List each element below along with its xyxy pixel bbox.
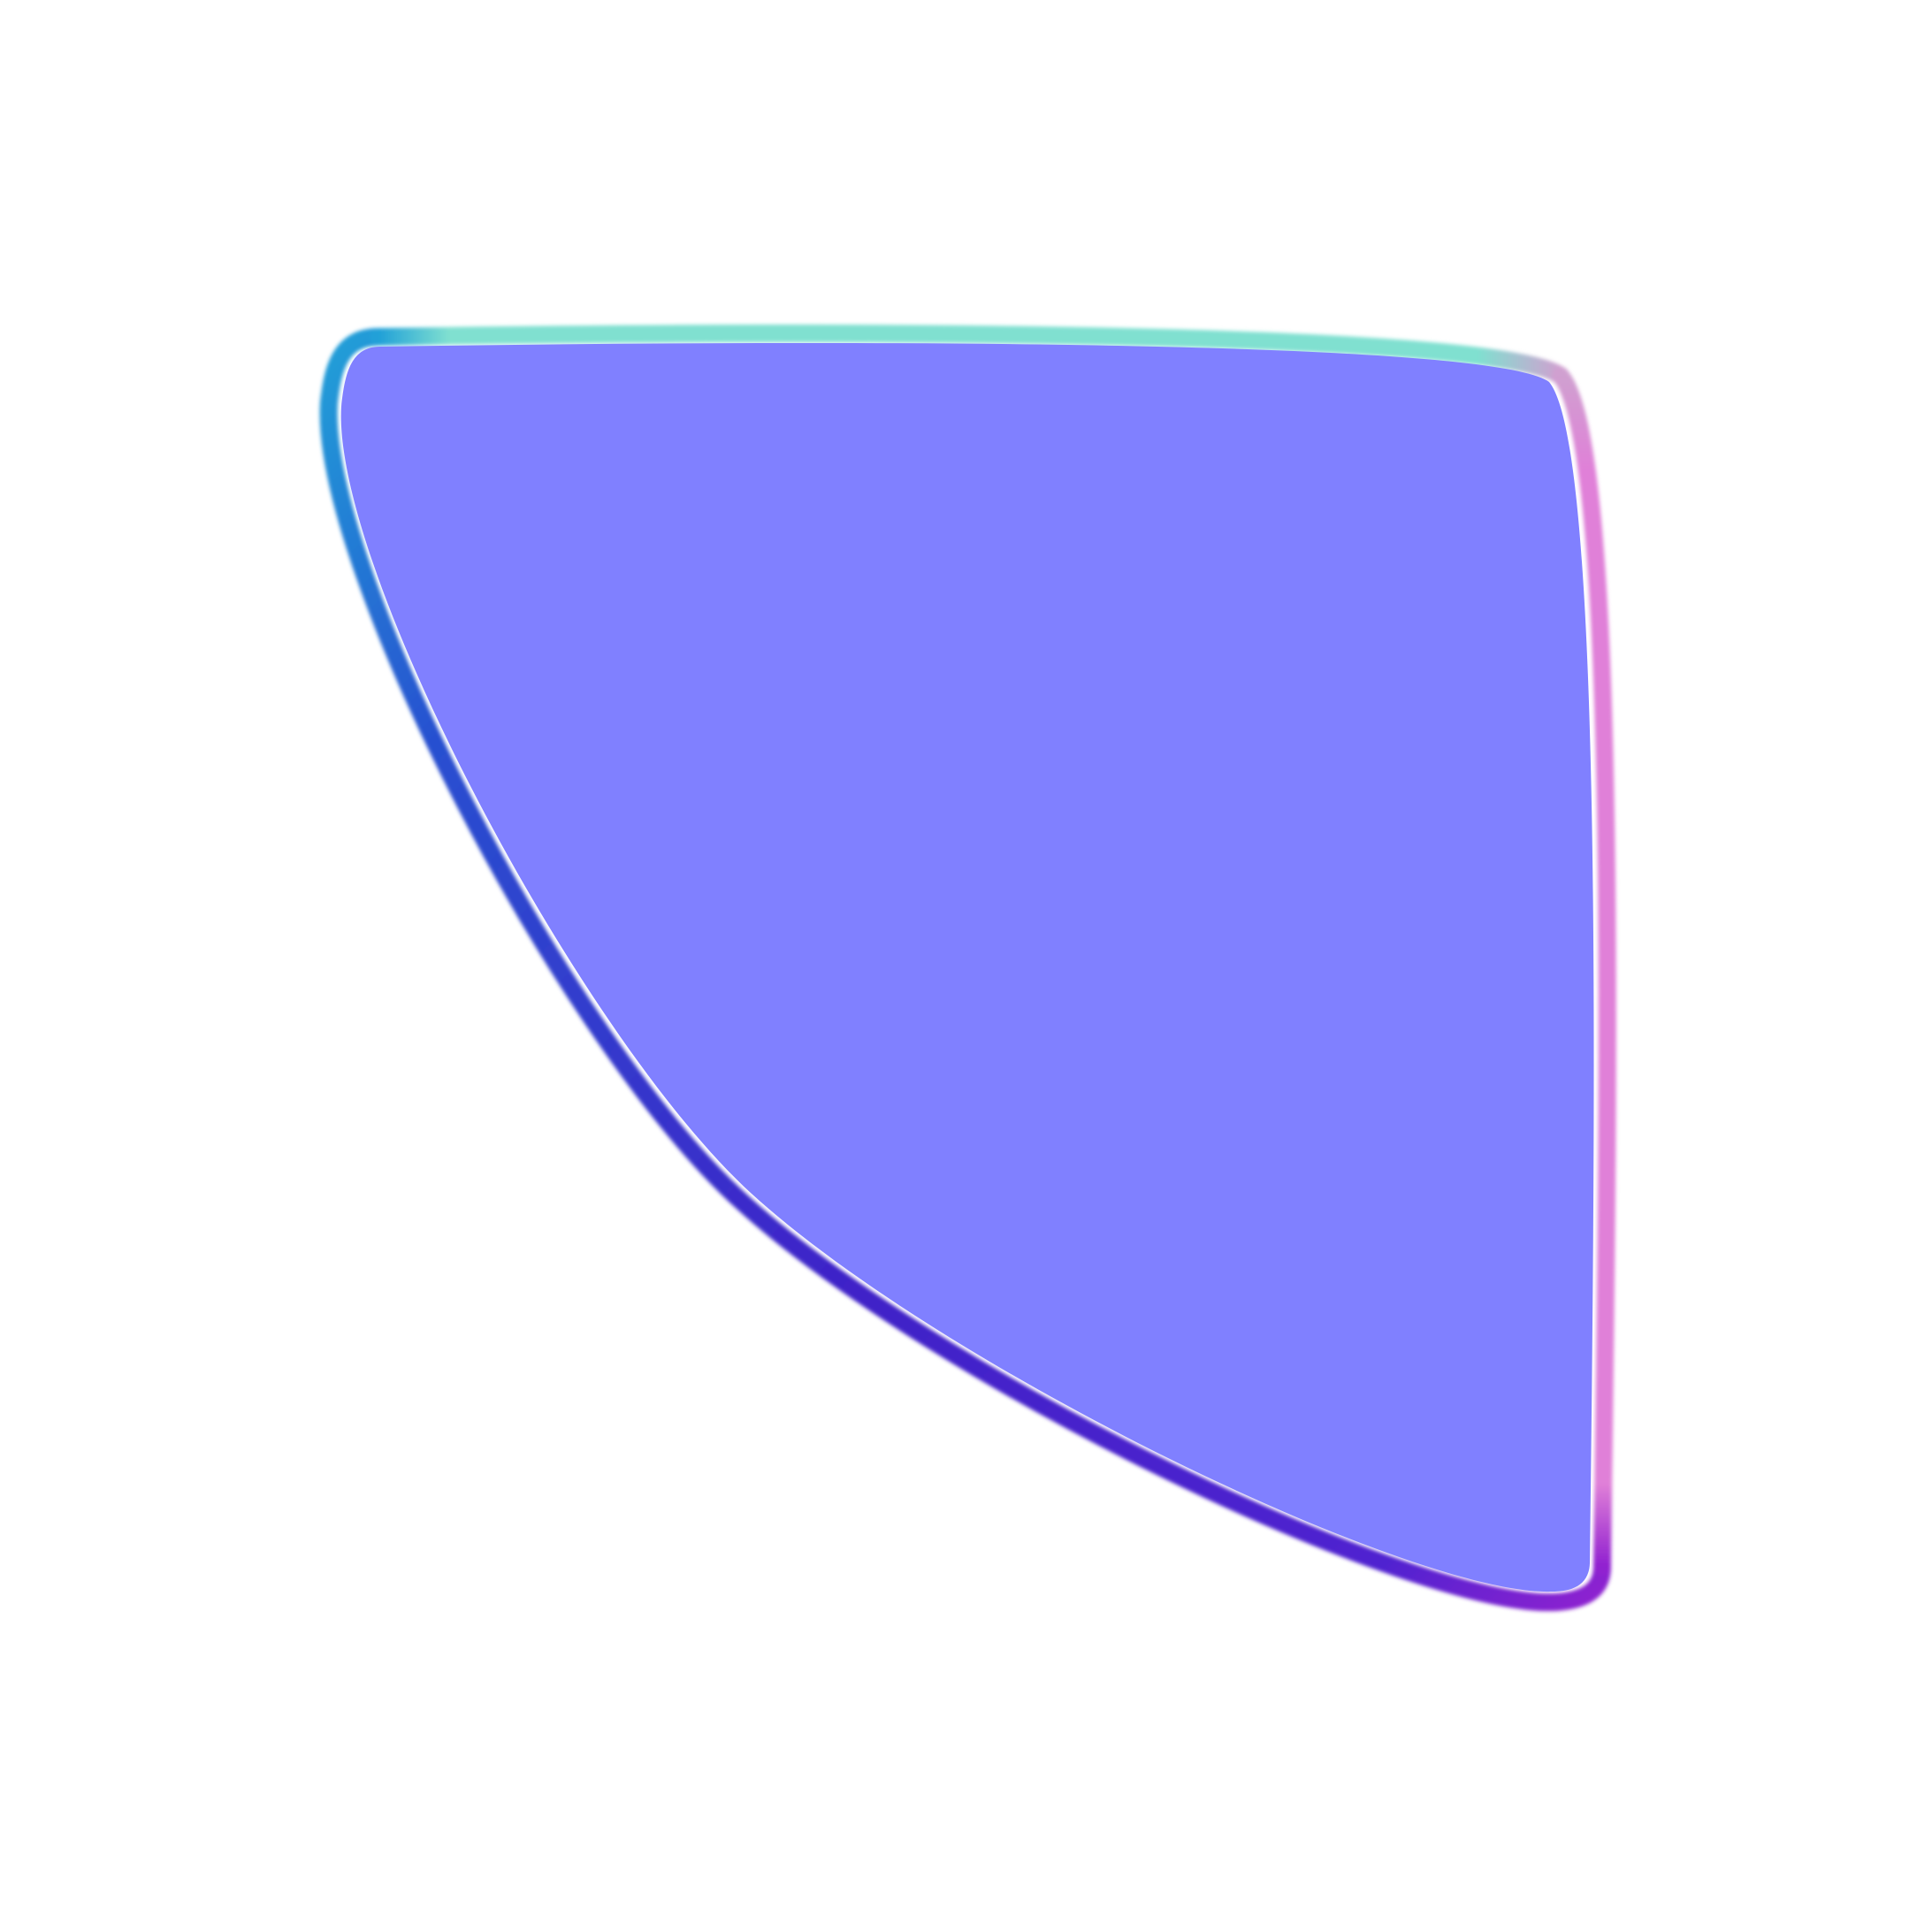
rim-left-bottom	[319, 328, 1611, 1612]
shape-rim	[319, 325, 1616, 1612]
rim-right	[1552, 367, 1616, 1576]
rim-top	[370, 325, 1569, 385]
shape-fill	[340, 342, 1594, 1592]
